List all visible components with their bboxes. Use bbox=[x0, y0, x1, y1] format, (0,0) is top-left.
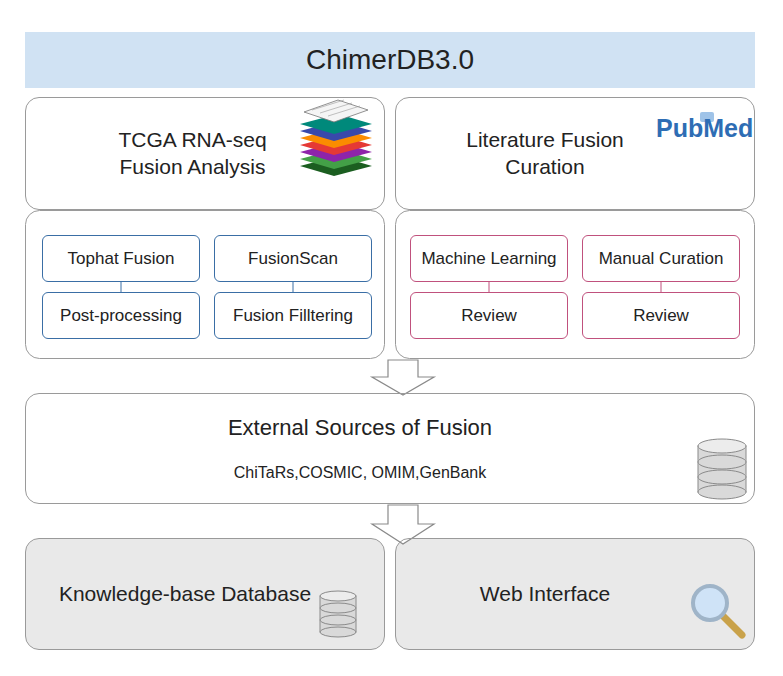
diagram-title: ChimerDB3.0 bbox=[306, 44, 474, 76]
database-icon-part bbox=[698, 455, 746, 469]
node-label: Tophat Fusion bbox=[68, 249, 175, 269]
node-detail: ChiTaRs,COSMIC, OMIM,GenBank bbox=[234, 463, 487, 483]
box-fill bbox=[396, 539, 755, 650]
database-icon-part bbox=[698, 485, 746, 499]
process-box: Review bbox=[410, 292, 568, 339]
magnifier-icon-part bbox=[693, 586, 727, 620]
group-panel bbox=[26, 211, 385, 359]
database-icon-part bbox=[320, 591, 356, 601]
node-label: Review bbox=[461, 306, 517, 326]
section-header: Literature Fusion Curation bbox=[395, 97, 755, 210]
database-icon bbox=[320, 591, 356, 637]
layers-icon-part bbox=[312, 100, 344, 110]
database-icon-part bbox=[320, 627, 356, 637]
process-box: Tophat Fusion bbox=[42, 235, 200, 282]
database-icon-part bbox=[320, 603, 356, 613]
node-label: Review bbox=[633, 306, 689, 326]
node-label: Knowledge-base Database bbox=[59, 581, 311, 607]
database-icon-part bbox=[698, 439, 746, 453]
process-box: FusionScan bbox=[214, 235, 372, 282]
output-box: Web Interface bbox=[395, 538, 755, 650]
database-icon-part bbox=[698, 470, 746, 484]
box-fill bbox=[26, 539, 385, 650]
logo-label: PubMed bbox=[656, 114, 753, 143]
database-icon-part bbox=[320, 615, 356, 625]
process-box: Fusion Filltering bbox=[214, 292, 372, 339]
source-box: External Sources of FusionChiTaRs,COSMIC… bbox=[25, 393, 755, 504]
magnifier-icon-part bbox=[724, 617, 742, 635]
block-arrow bbox=[372, 360, 434, 395]
node-label: External Sources of Fusion bbox=[228, 414, 492, 442]
process-box: Post-processing bbox=[42, 292, 200, 339]
connector-line bbox=[293, 282, 294, 292]
process-box: Machine Learning bbox=[410, 235, 568, 282]
group-panel bbox=[396, 211, 755, 359]
magnifier-icon bbox=[693, 586, 742, 635]
layers-icon bbox=[300, 100, 372, 176]
process-box: Review bbox=[582, 292, 740, 339]
node-label: Web Interface bbox=[480, 581, 610, 607]
section-header: TCGA RNA-seq Fusion Analysis bbox=[25, 97, 385, 210]
connector-line bbox=[661, 282, 662, 292]
node-label: FusionScan bbox=[248, 249, 338, 269]
database-icon bbox=[698, 439, 746, 499]
title-band: ChimerDB3.0 bbox=[25, 32, 755, 88]
layers-icon-part bbox=[320, 103, 352, 113]
node-label: Manual Curation bbox=[599, 249, 724, 269]
node-label: Machine Learning bbox=[421, 249, 556, 269]
node-label: Fusion Filltering bbox=[233, 306, 353, 326]
node-label: Post-processing bbox=[60, 306, 182, 326]
output-box: Knowledge-base Database bbox=[25, 538, 385, 650]
layers-icon-part bbox=[304, 100, 368, 122]
connector-line bbox=[489, 282, 490, 292]
node-label: TCGA RNA-seq Fusion Analysis bbox=[96, 127, 289, 180]
process-box: Manual Curation bbox=[582, 235, 740, 282]
node-label: Literature Fusion Curation bbox=[456, 127, 634, 180]
connector-line bbox=[121, 282, 122, 292]
layers-icon-part bbox=[328, 106, 360, 116]
